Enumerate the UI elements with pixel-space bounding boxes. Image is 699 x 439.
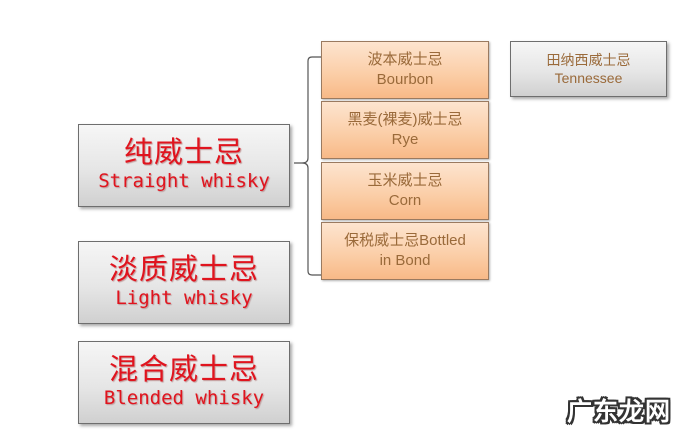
category-light-whisky: 淡质威士忌 Light whisky	[78, 241, 290, 324]
related-zh-label: 田纳西威士忌	[546, 52, 631, 68]
category-en-label: Straight whisky	[98, 170, 270, 192]
subtype-zh-label: 保税威士忌Bottled	[344, 232, 466, 249]
subtype-rye: 黑麦(裸麦)威士忌 Rye	[321, 101, 489, 159]
category-en-label: Light whisky	[115, 287, 253, 309]
related-en-label: Tennessee	[554, 70, 623, 86]
subtype-en-label: in Bond	[379, 252, 431, 269]
subtype-zh-label: 波本威士忌	[367, 51, 443, 68]
category-blended-whisky: 混合威士忌 Blended whisky	[78, 341, 290, 424]
subtype-en-label: Corn	[388, 192, 422, 209]
category-zh-label: 淡质威士忌	[108, 252, 259, 286]
category-en-label: Blended whisky	[103, 387, 265, 409]
subtype-corn: 玉米威士忌 Corn	[321, 162, 489, 220]
watermark-logo: 广东龙网	[567, 397, 672, 426]
subtype-bourbon: 波本威士忌 Bourbon	[321, 41, 489, 99]
category-zh-label: 混合威士忌	[108, 352, 259, 386]
brace-connector	[294, 56, 321, 276]
subtype-zh-label: 黑麦(裸麦)威士忌	[347, 111, 463, 128]
subtype-bottled-in-bond: 保税威士忌Bottled in Bond	[321, 222, 489, 280]
related-tennessee: 田纳西威士忌 Tennessee	[510, 41, 667, 97]
subtype-zh-label: 玉米威士忌	[367, 172, 443, 189]
subtype-en-label: Bourbon	[376, 71, 434, 88]
subtype-en-label: Rye	[391, 131, 419, 148]
category-zh-label: 纯威士忌	[123, 135, 244, 169]
category-straight-whisky: 纯威士忌 Straight whisky	[78, 124, 290, 207]
